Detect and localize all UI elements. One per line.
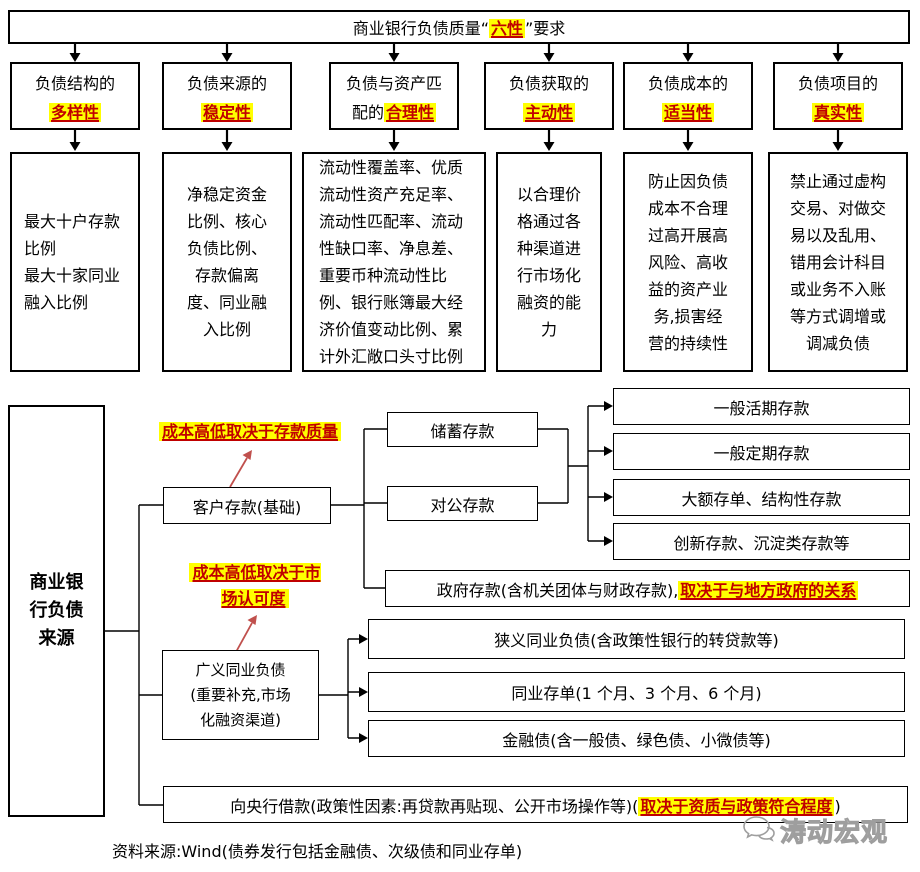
government-highlight: 取决于与地方政府的关系	[678, 580, 859, 600]
root-box-liability-sources: 商业银 行负债 来源	[8, 405, 105, 817]
header-box-authenticity: 负债项目的 真实性	[773, 62, 903, 130]
detail-box-rationality: 流动性覆盖率、优质流动性资产充足率、流动性匹配率、流动性缺口率、净息差、重要币种…	[302, 152, 486, 372]
watermark-text: 涛动宏观	[779, 818, 889, 849]
deposit-type-box: 大额存单、结构性存款	[613, 479, 910, 516]
title-banner: 商业银行负债质量“六性”要求	[8, 10, 910, 44]
watermark: 涛动宏观	[742, 812, 888, 849]
detail-box-stability: 净稳定资金比例、核心负债比例、存款偏离度、同业融入比例	[162, 152, 292, 372]
deposit-type-box: 一般定期存款	[613, 433, 910, 470]
header-box-appropriateness: 负债成本的 适当性	[623, 62, 753, 130]
header-box-diversity: 负债结构的 多样性	[10, 62, 140, 130]
source-note: 资料来源:Wind(债券发行包括金融债、次级债和同业存单)	[112, 842, 523, 861]
interbank-item-box: 金融债(含一般债、绿色债、小微债等)	[368, 720, 905, 757]
savings-deposit-box: 储蓄存款	[387, 412, 538, 447]
header-box-rationality: 负债与资产匹 配的合理性	[329, 62, 459, 130]
cost-label-deposit-quality: 成本高低取决于存款质量	[145, 419, 355, 445]
customer-deposit-box: 客户存款(基础)	[163, 487, 331, 524]
government-deposit-box: 政府存款(含机关团体与财政存款),取决于与地方政府的关系	[385, 570, 910, 607]
corporate-deposit-box: 对公存款	[387, 486, 538, 521]
chat-bubbles-icon	[742, 815, 776, 847]
detail-box-diversity: 最大十户存款比例 最大十家同业融入比例	[10, 152, 140, 372]
interbank-item-box: 狭义同业负债(含政策性银行的转贷款等)	[368, 619, 905, 659]
central-bank-highlight: 取决于资质与政策符合程度	[638, 796, 835, 816]
detail-box-authenticity: 禁止通过虚构交易、对做交易以及乱用、错用会计科目或业务不入账等方式调增或调减负债	[768, 152, 908, 372]
header-box-stability: 负债来源的 稳定性	[162, 62, 292, 130]
title-text: 商业银行负债质量“六性”要求	[352, 19, 566, 38]
central-bank-borrowing-box: 向央行借款(政策性因素:再贷款再贴现、公开市场操作等)(取决于资质与政策符合程度…	[163, 786, 908, 823]
deposit-type-box: 创新存款、沉淀类存款等	[613, 523, 910, 560]
header-box-initiative: 负债获取的 主动性	[484, 62, 614, 130]
interbank-item-box: 同业存单(1 个月、3 个月、6 个月)	[368, 672, 905, 712]
cost-label-market-recognition: 成本高低取决于市 场认可度	[170, 560, 340, 612]
title-highlight: 六性	[488, 19, 525, 38]
detail-box-appropriateness: 防止因负债成本不合理过高开展高风险、高收益的资产业务,损害经营的持续性	[623, 152, 753, 372]
interbank-broad-box: 广义同业负债 (重要补充,市场 化融资渠道)	[162, 650, 319, 740]
detail-box-initiative: 以合理价格通过各种渠道进行市场化融资的能力	[496, 152, 602, 372]
deposit-type-box: 一般活期存款	[613, 388, 910, 425]
